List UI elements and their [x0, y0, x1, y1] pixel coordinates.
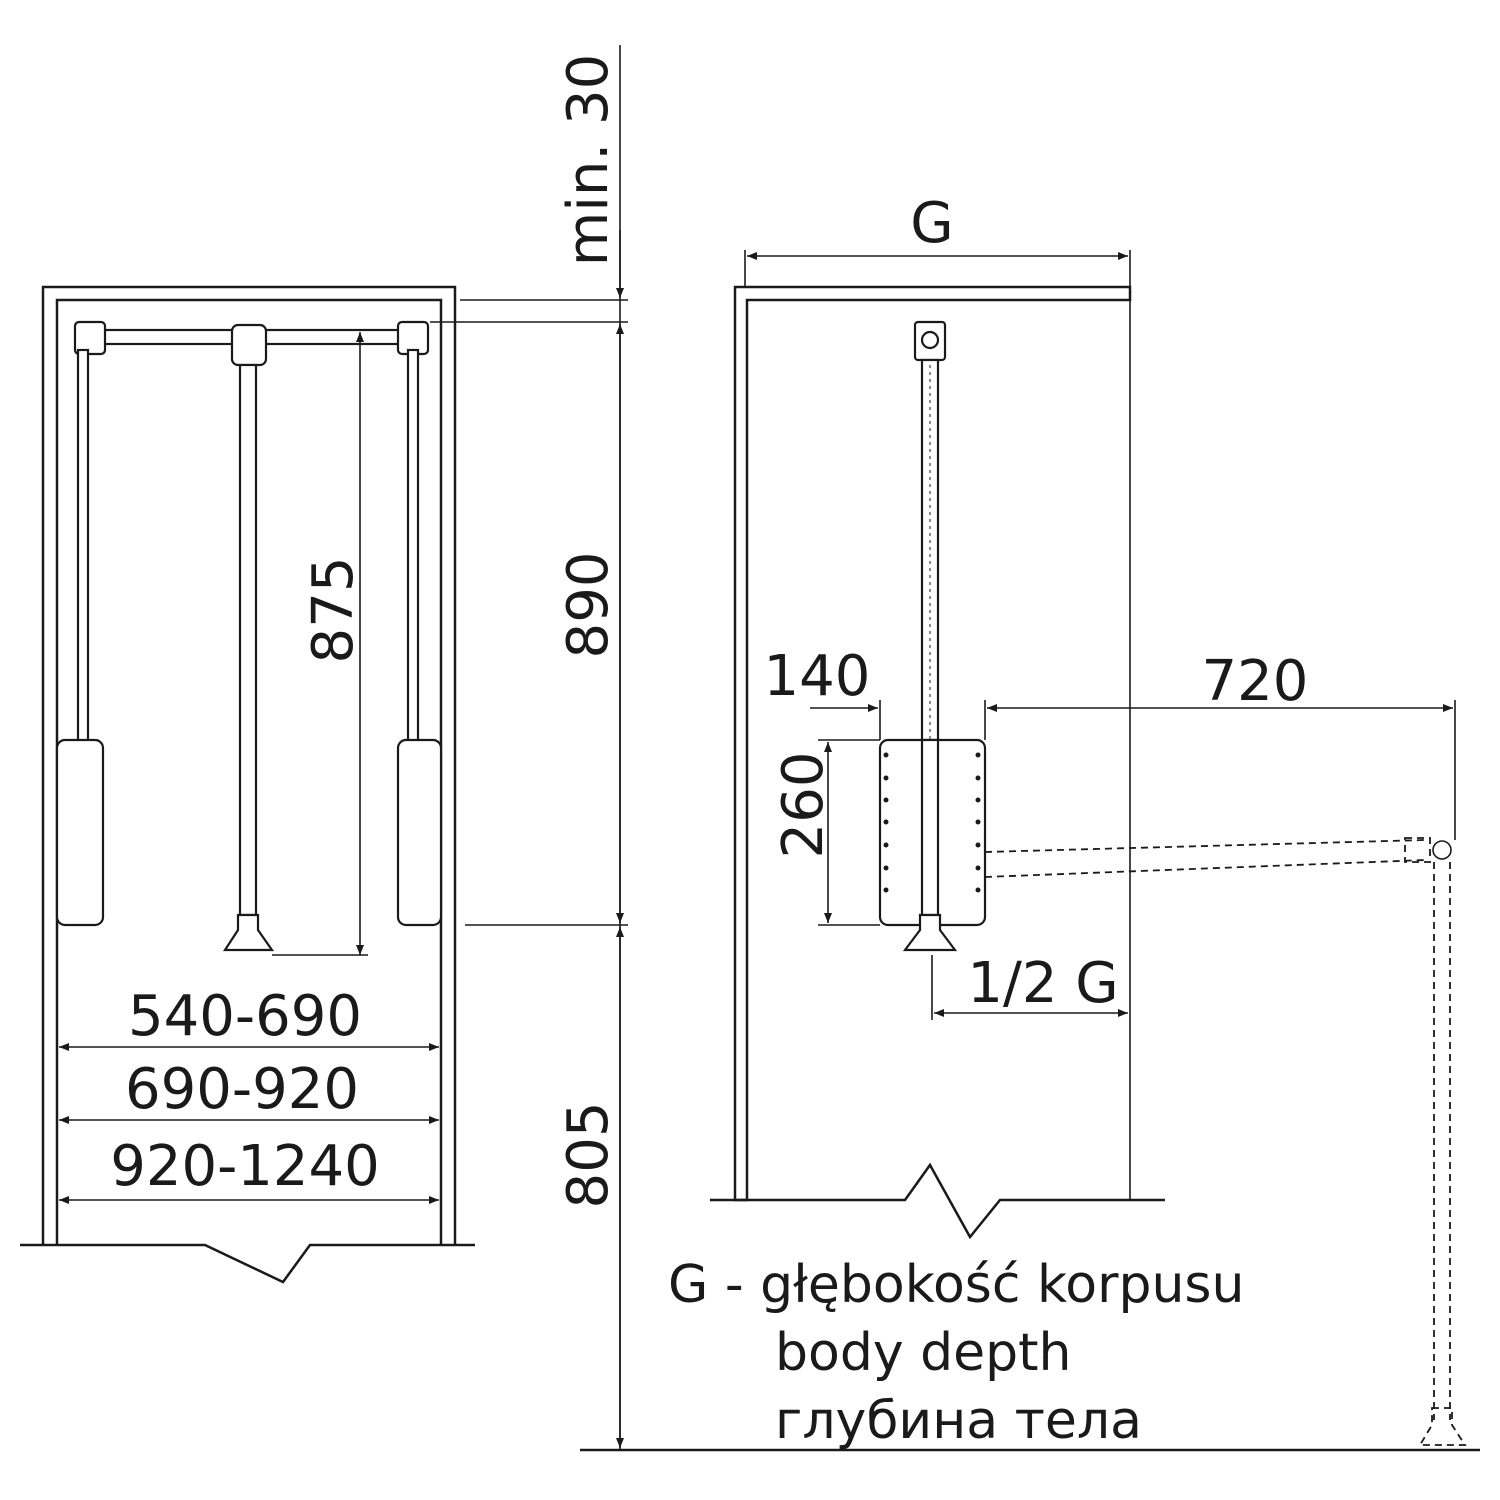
- extended-arm: [984, 839, 1426, 878]
- left-damper: [55, 738, 105, 927]
- extended-rod: [1433, 862, 1451, 1420]
- left-bracket: [73, 320, 107, 356]
- dim-260-label: 260: [771, 752, 836, 859]
- width-range-2: 690-920: [125, 1057, 359, 1122]
- rod-handle: [222, 913, 275, 952]
- side-handle: [902, 913, 958, 952]
- dim-140-label: 140: [764, 644, 871, 709]
- side-view: G 140 720 260 1/2 G: [710, 191, 1467, 1446]
- break-line: [20, 1243, 475, 1284]
- dim-min-30-label: min. 30: [556, 54, 621, 266]
- center-bracket: [230, 323, 268, 367]
- width-range-3: 920-1240: [110, 1134, 380, 1199]
- legend: G - głębokość korpusu body depth глубина…: [668, 1255, 1244, 1451]
- legend-line-3: глубина тела: [775, 1391, 1142, 1451]
- dim-805-label: 805: [556, 1102, 621, 1209]
- legend-line-1: G - głębokość korpusu: [668, 1255, 1244, 1315]
- legend-line-2: body depth: [775, 1323, 1072, 1383]
- width-range-1: 540-690: [128, 984, 362, 1049]
- dim-half-g-label: 1/2 G: [967, 951, 1118, 1016]
- dim-720-label: 720: [1202, 649, 1309, 714]
- pull-rod: [238, 363, 258, 917]
- dim-875-label: 875: [301, 557, 366, 664]
- side-break-line: [710, 1162, 1165, 1240]
- dim-890-label: 890: [556, 552, 621, 659]
- front-view: 875 540-690 690-920 920-1240: [20, 285, 475, 1284]
- height-dimensions: min. 30 890 805: [430, 45, 1480, 1452]
- right-damper: [396, 738, 443, 927]
- dim-g-label: G: [910, 191, 953, 256]
